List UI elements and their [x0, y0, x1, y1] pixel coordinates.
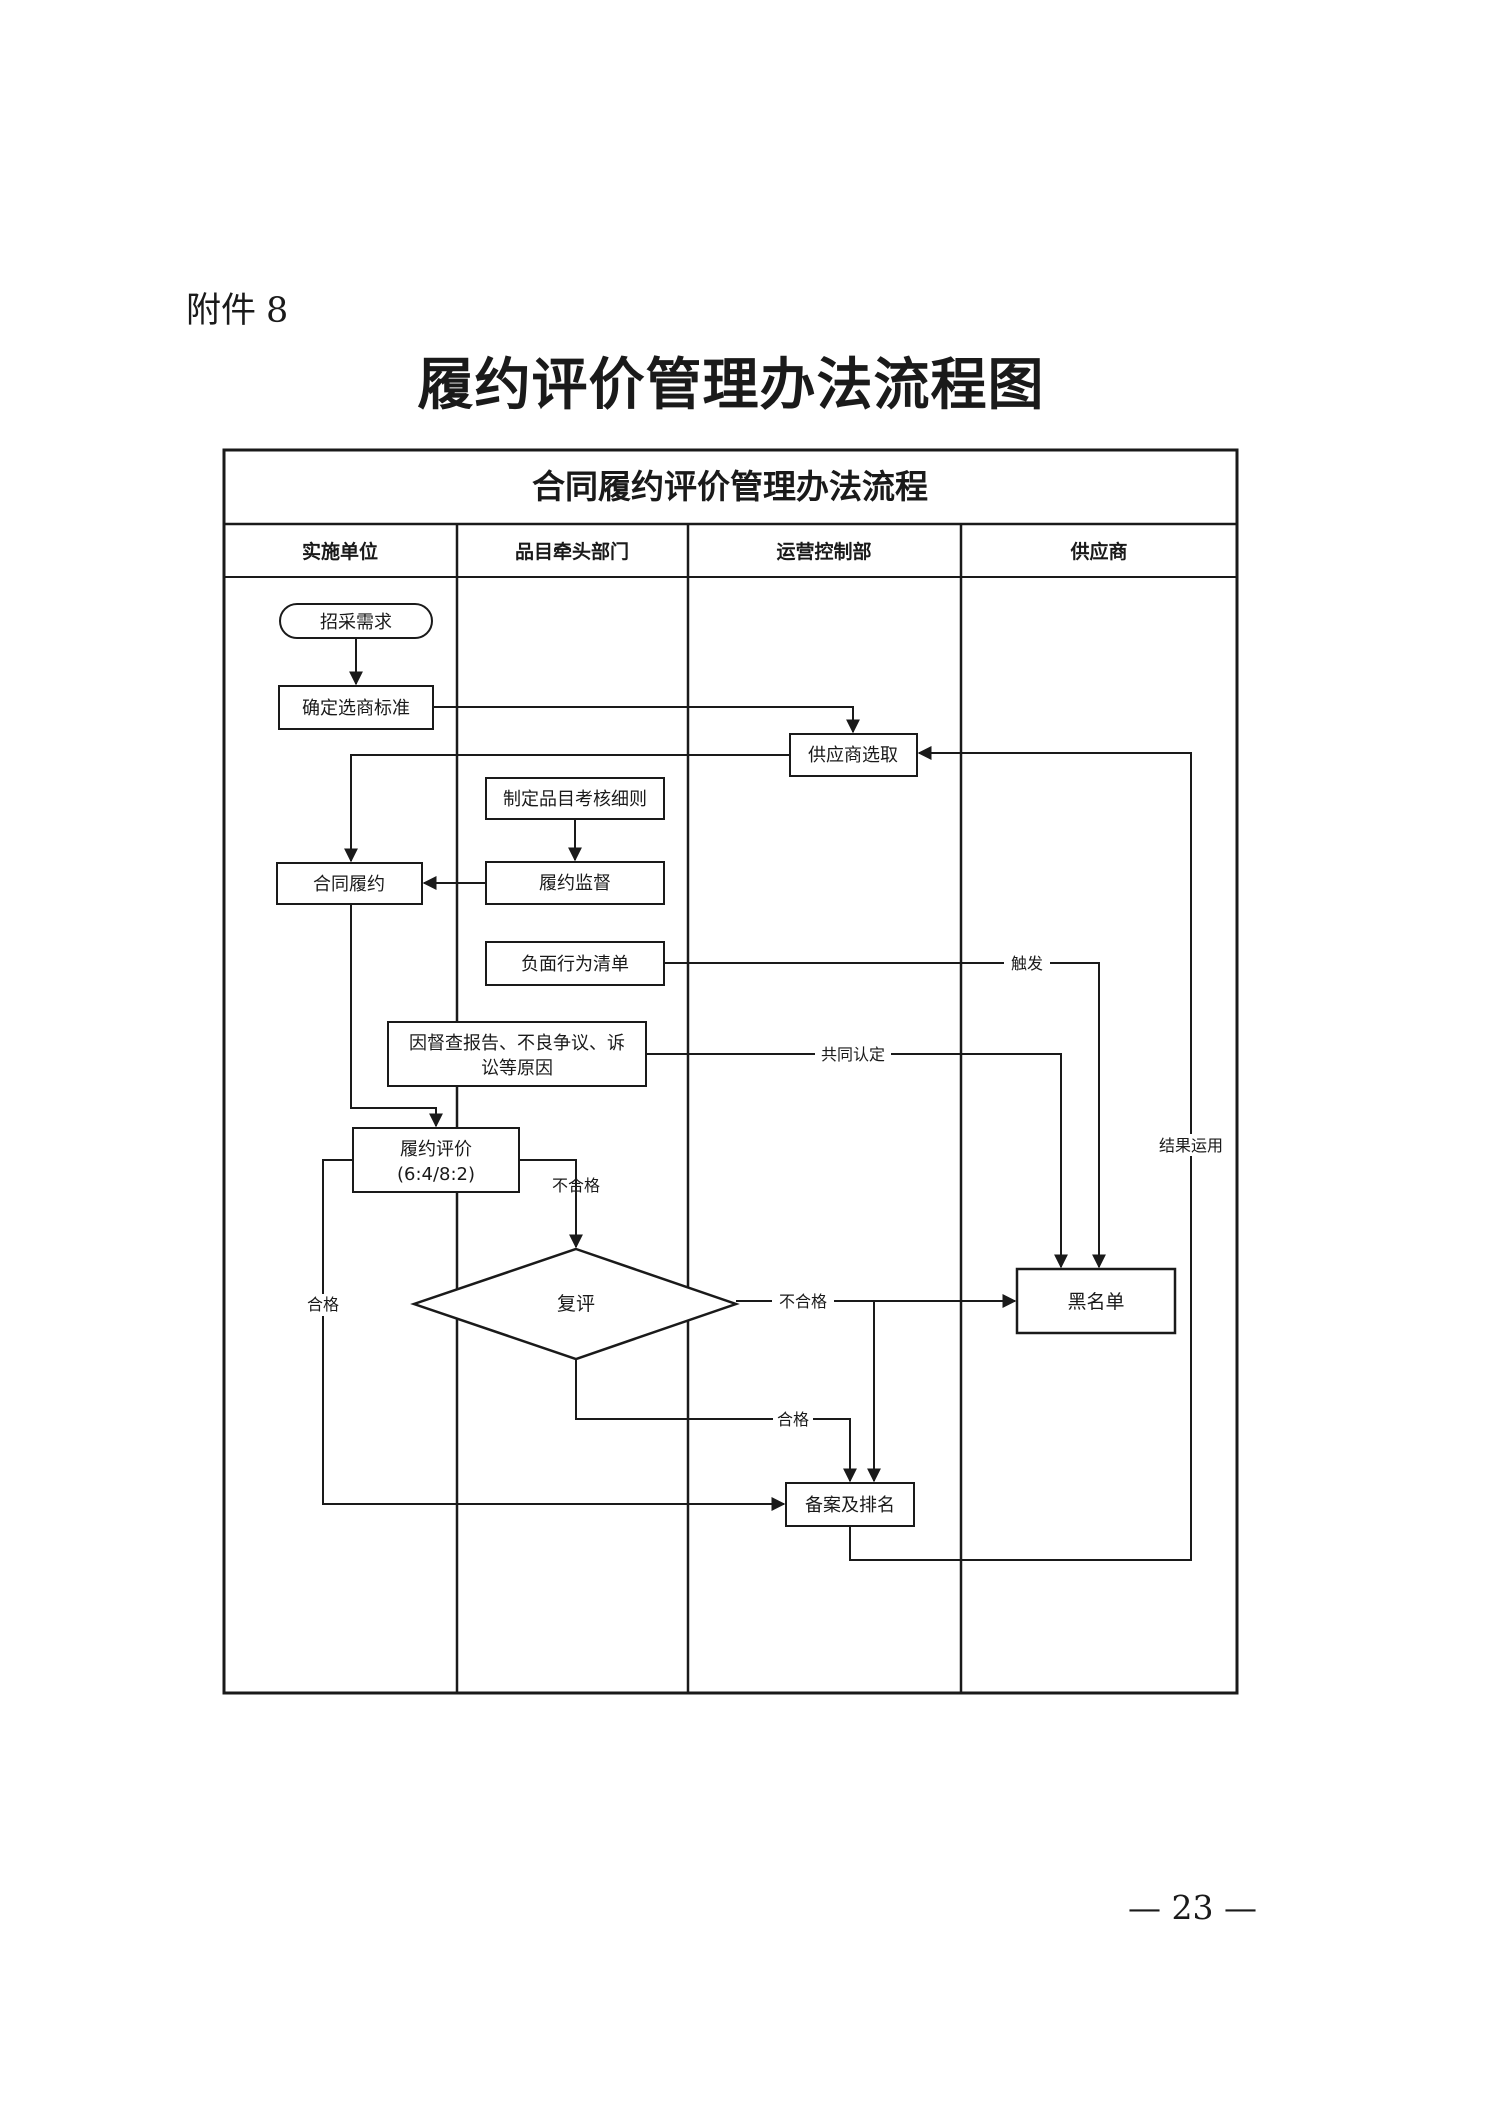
edge-negative-to-blacklist: [664, 962, 1106, 1269]
node-start-label: 招采需求: [320, 612, 392, 633]
node-contract-performance: [276, 862, 423, 905]
edge-label-review-pass: 合格: [777, 1410, 809, 1429]
lane-header-implementing-unit: 实施单位: [302, 540, 378, 563]
edge-performance-to-evaluation: [350, 904, 443, 1128]
node-inspection-reasons: [387, 1021, 647, 1087]
edge-label-review-fail-bg: [772, 1291, 834, 1311]
edge-reasons-to-blacklist: [646, 1053, 1068, 1269]
edge-label-review-pass-bg: [773, 1409, 813, 1429]
node-assessment-rules-label: 制定品目考核细则: [503, 789, 647, 810]
node-performance-evaluation-line2: (6:4/8:2): [397, 1164, 475, 1185]
edge-label-evaluation-pass: 合格: [307, 1295, 339, 1314]
lane-header-category-lead: 品目牵头部门: [515, 540, 629, 563]
node-criteria-label: 确定选商标准: [302, 698, 410, 719]
edge-label-joint-bg: [815, 1044, 891, 1064]
document-title: 履约评价管理办法流程图: [417, 352, 1045, 418]
node-negative-behavior-list-label: 负面行为清单: [521, 954, 629, 975]
node-record-ranking: [785, 1482, 915, 1527]
flowchart-title: 合同履约评价管理办法流程: [532, 467, 928, 506]
edge-label-evaluation-pass-bg: [303, 1294, 343, 1316]
edge-selection-to-performance: [344, 754, 790, 863]
node-assessment-rules: [485, 777, 665, 820]
node-contract-performance-label: 合同履约: [313, 874, 385, 895]
edge-label-evaluation-fail: 不合格: [552, 1176, 600, 1195]
page-number: — 23 —: [1128, 1888, 1257, 1927]
node-performance-monitoring-label: 履约监督: [539, 873, 611, 894]
node-re-evaluation-label: 复评: [557, 1293, 595, 1315]
edge-evaluation-pass-to-record: [322, 1159, 786, 1511]
node-blacklist-label: 黑名单: [1067, 1291, 1124, 1313]
edge-label-review-fail: 不合格: [779, 1292, 827, 1311]
lane-header-operations-control: 运营控制部: [776, 540, 871, 563]
edge-label-result-use: 结果运用: [1159, 1136, 1223, 1155]
node-supplier-selection-label: 供应商选取: [808, 745, 898, 766]
edge-label-trigger-bg: [1004, 953, 1050, 973]
node-inspection-reasons-line1: 因督查报告、不良争议、诉: [409, 1033, 625, 1054]
edge-evaluation-fail-to-review: [519, 1159, 583, 1249]
edge-criteria-to-selection: [433, 706, 860, 734]
edge-label-joint: 共同认定: [821, 1045, 885, 1064]
node-blacklist: [1015, 1267, 1177, 1335]
node-inspection-reasons-line2: 讼等原因: [481, 1058, 553, 1079]
node-record-ranking-label: 备案及排名: [805, 1495, 895, 1516]
lane-header-supplier: 供应商: [1069, 540, 1127, 563]
edge-label-result-use-bg: [1155, 1134, 1227, 1156]
node-performance-evaluation-line1: 履约评价: [400, 1139, 472, 1160]
edge-label-trigger: 触发: [1011, 954, 1043, 973]
edge-record-result-to-selection: [849, 746, 1192, 1561]
node-criteria: [278, 685, 434, 730]
flowchart-frame: [222, 448, 1239, 1695]
node-performance-monitoring: [485, 861, 665, 905]
attachment-label-text: 附件: [186, 291, 257, 331]
edge-review-pass-to-record: [575, 1359, 857, 1483]
attachment-number: 8: [266, 291, 289, 331]
